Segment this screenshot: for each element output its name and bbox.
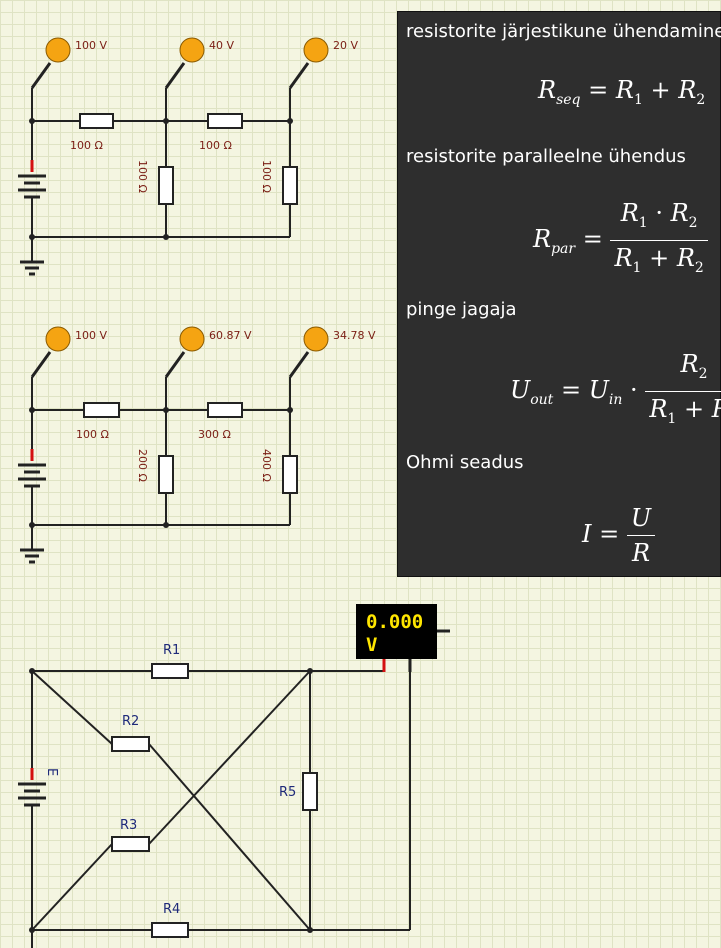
battery-icon[interactable]	[18, 768, 46, 814]
probe-voltage-label: 100 V	[75, 39, 107, 52]
probe-voltage-label: 100 V	[75, 329, 107, 342]
resistor-label: 100 Ω	[260, 160, 273, 193]
series-formula: Rseq = R1 + R2	[538, 76, 706, 108]
voltage-probe[interactable]: 34.78 V	[288, 326, 376, 378]
battery-icon[interactable]	[18, 449, 46, 502]
bridge-circuit: R1 R2 R3 R4 R5 E 0.000 V	[18, 604, 450, 948]
resistor-label: 100 Ω	[70, 139, 103, 152]
voltage-probe[interactable]: 40 V	[164, 37, 234, 89]
resistor[interactable]	[83, 402, 120, 418]
probe-voltage-label: 40 V	[209, 39, 234, 52]
ground-icon	[20, 548, 44, 564]
ohm-title: Ohmi seadus	[406, 452, 524, 473]
resistor-r5[interactable]	[302, 772, 318, 811]
series-title: resistorite järjestikune ühendamine	[406, 21, 721, 42]
resistor-r2[interactable]	[111, 736, 150, 752]
voltmeter[interactable]: 0.000 V	[356, 604, 450, 672]
resistor-label: 100 Ω	[76, 428, 109, 441]
voltage-probe[interactable]: 20 V	[288, 37, 358, 89]
resistor-name: R1	[163, 643, 180, 658]
resistor-label: 300 Ω	[198, 428, 231, 441]
resistor-name: R4	[163, 902, 180, 917]
ground-icon	[20, 260, 44, 276]
resistor-name: R3	[120, 818, 137, 833]
resistor[interactable]	[207, 113, 243, 129]
resistor-name: R2	[122, 714, 139, 729]
resistor-name: R5	[279, 785, 296, 800]
voltmeter-unit: V	[366, 634, 377, 656]
resistor-label: 400 Ω	[260, 449, 273, 482]
probe-voltage-label: 60.87 V	[209, 329, 252, 342]
voltmeter-value: 0.000	[366, 611, 423, 633]
parallel-title: resistorite paralleelne ühendus	[406, 146, 686, 167]
source-label: E	[44, 768, 59, 776]
resistor[interactable]	[282, 455, 298, 494]
resistor-r4[interactable]	[151, 922, 189, 938]
voltage-probe[interactable]: 100 V	[30, 37, 107, 89]
resistor[interactable]	[207, 402, 243, 418]
divider-title: pinge jagaja	[406, 299, 517, 320]
resistor[interactable]	[158, 455, 174, 494]
circuit-2: 100 V 60.87 V 34.78 V 100 Ω 300 Ω 200 Ω …	[18, 326, 376, 564]
formula-panel: resistorite järjestikune ühendamine Rseq…	[397, 11, 721, 577]
voltage-probe[interactable]: 100 V	[30, 326, 107, 378]
circuit-1: 100 V 40 V 20 V 100 Ω 100 Ω 100 Ω 100 Ω	[18, 37, 358, 276]
resistor[interactable]	[282, 166, 298, 205]
resistor-r1[interactable]	[151, 663, 189, 679]
resistor-label: 200 Ω	[136, 449, 149, 482]
voltage-probe[interactable]: 60.87 V	[164, 326, 252, 378]
resistor[interactable]	[158, 166, 174, 205]
resistor[interactable]	[79, 113, 114, 129]
resistor-label: 100 Ω	[136, 160, 149, 193]
resistor-r3[interactable]	[111, 836, 150, 852]
probe-voltage-label: 34.78 V	[333, 329, 376, 342]
resistor-label: 100 Ω	[199, 139, 232, 152]
probe-voltage-label: 20 V	[333, 39, 358, 52]
battery-icon[interactable]	[18, 160, 46, 213]
